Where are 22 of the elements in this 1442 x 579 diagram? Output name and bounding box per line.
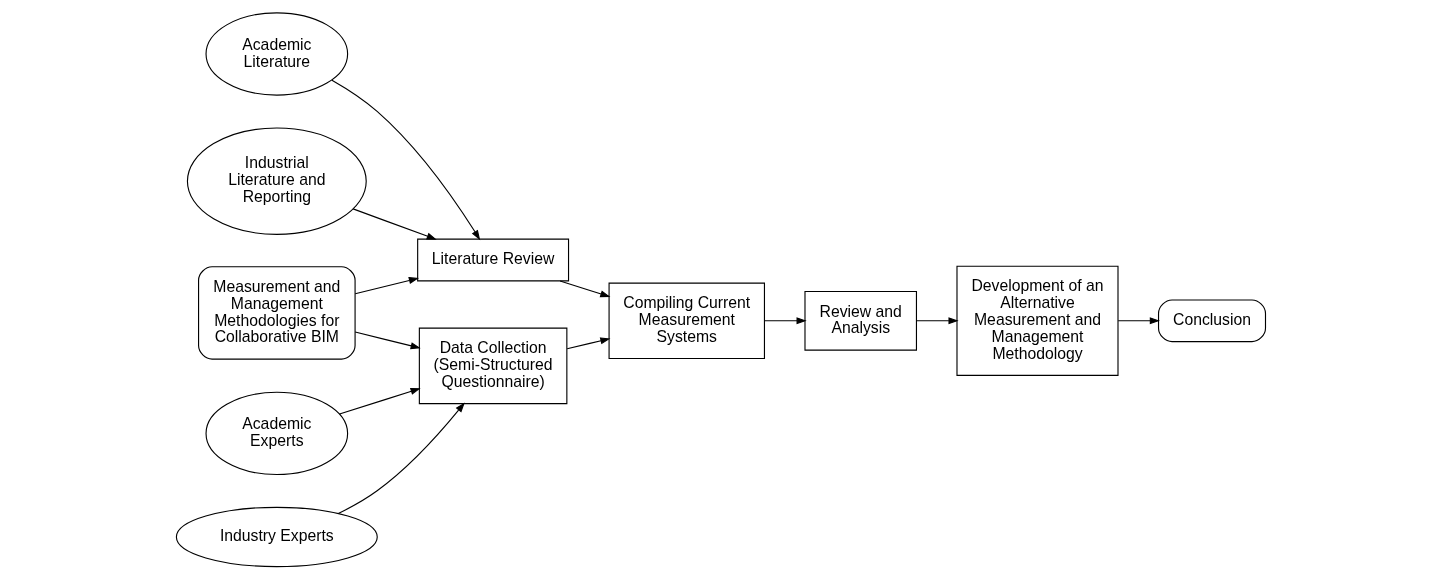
- arrow: [354, 277, 419, 295]
- node-ellipse: Academic Literature: [205, 12, 349, 96]
- node-box: Conclusion: [1157, 299, 1267, 343]
- arrow: [764, 317, 807, 325]
- node-box: Data Collection (Semi-Structured Questionnaire): [418, 327, 568, 405]
- arrow: [559, 280, 611, 298]
- arrow: [331, 79, 481, 241]
- arrow: [566, 337, 611, 350]
- arrow: [1117, 317, 1160, 325]
- node-box: Literature Review: [417, 238, 570, 282]
- node-box: Measurement and Management Methodologies for Collaborative BIM: [198, 266, 356, 360]
- node-ellipse: Industrial Literature and Reporting: [186, 127, 367, 235]
- arrow: [916, 317, 959, 325]
- node-box: Review and Analysis: [804, 290, 918, 351]
- arrow: [352, 208, 437, 240]
- node-ellipse: Academic Experts: [205, 391, 349, 476]
- node-ellipse: Industry Experts: [175, 506, 378, 568]
- node-box: Compiling Current Measurement Systems: [608, 282, 766, 360]
- arrow: [354, 331, 421, 350]
- arrow: [339, 388, 421, 415]
- node-box: Development of an Alternative Measurement and Management Methodology: [956, 265, 1119, 376]
- arrow: [337, 402, 465, 515]
